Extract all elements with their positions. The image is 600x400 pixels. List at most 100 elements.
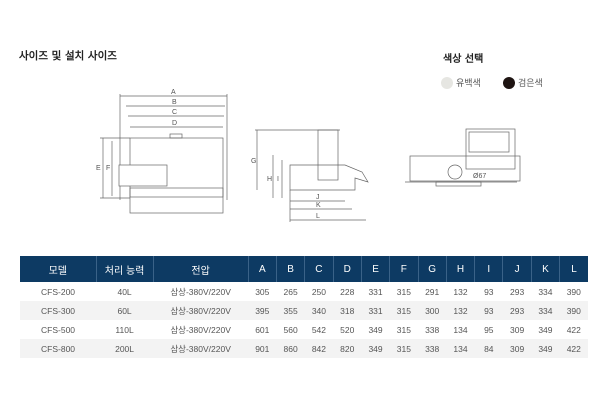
color-label: 유백색	[456, 79, 481, 89]
table-cell: 291	[425, 286, 440, 297]
table-cell: 340	[304, 301, 334, 320]
table-cell: 315	[389, 301, 419, 320]
table-cell: 842	[304, 339, 334, 358]
table-cell: 422	[566, 324, 581, 335]
dim-label-g: G	[251, 158, 256, 165]
dim-label-d: D	[172, 120, 177, 127]
table-cell: 300	[418, 301, 447, 320]
color-section-title: 색상 선택	[443, 54, 484, 65]
table-cell: 265	[283, 286, 298, 297]
table-cell: 331	[368, 286, 383, 297]
table-cell: 93	[474, 301, 503, 320]
table-cell: 60L	[96, 301, 154, 320]
table-cell: 349	[361, 339, 390, 358]
table-cell: 309	[510, 324, 525, 335]
table-cell: 349	[368, 324, 383, 335]
column-header: C	[304, 256, 334, 282]
table-cell: 93	[484, 286, 494, 297]
column-header: K	[531, 256, 561, 282]
table-cell: 860	[276, 339, 305, 358]
color-option-ivory[interactable]: 유백색	[441, 76, 481, 89]
table-cell: 315	[396, 324, 411, 335]
table-cell: 355	[276, 301, 305, 320]
column-header: I	[474, 256, 504, 282]
front-view-drawing: A B C D E F	[96, 89, 228, 214]
table-cell: 560	[283, 324, 298, 335]
dim-label-h: H	[267, 176, 272, 183]
table-cell: 334	[531, 301, 560, 320]
table-cell: 200L	[96, 339, 154, 358]
column-header: J	[502, 256, 532, 282]
section-title: 사이즈 및 설치 사이즈	[19, 50, 117, 62]
table-cell: 334	[538, 286, 553, 297]
table-cell: 삼상-380V/220V	[170, 324, 231, 335]
column-header: B	[276, 256, 306, 282]
dim-label-j: J	[316, 194, 320, 201]
table-cell: 삼상-380V/220V	[170, 286, 231, 297]
table-cell: CFS-800	[20, 339, 97, 358]
column-header: G	[418, 256, 447, 282]
table-cell: 422	[559, 339, 588, 358]
table-cell: 305	[255, 286, 270, 297]
table-cell: 820	[333, 339, 362, 358]
column-header: 전압	[153, 256, 249, 282]
black-swatch-icon	[503, 76, 515, 89]
table-cell: 331	[361, 301, 390, 320]
dim-label-b: B	[172, 99, 177, 106]
table-cell: 132	[453, 286, 468, 297]
table-cell: 349	[531, 339, 560, 358]
column-header: 모델	[20, 256, 97, 282]
side-view-drawing: G H I J K L	[251, 129, 369, 222]
table-cell: 338	[418, 339, 447, 358]
table-cell: CFS-300	[20, 301, 97, 320]
column-header: H	[446, 256, 476, 282]
table-cell: 349	[538, 324, 553, 335]
dim-label-k: K	[316, 202, 321, 209]
column-header: F	[389, 256, 419, 282]
table-cell: 318	[333, 301, 362, 320]
column-header: E	[361, 256, 391, 282]
table-cell: 542	[311, 324, 327, 335]
table-cell: 390	[566, 286, 581, 297]
table-cell: 315	[396, 286, 411, 297]
ivory-swatch-icon	[441, 76, 453, 89]
dimension-diagrams: A B C D E F G H I J K L Ø67	[96, 89, 521, 222]
column-header: A	[248, 256, 277, 282]
column-header: D	[333, 256, 362, 282]
color-option-black[interactable]: 검은색	[503, 76, 543, 89]
table-cell: 84	[474, 339, 503, 358]
table-cell: CFS-200	[41, 286, 76, 297]
table-cell: 228	[340, 286, 355, 297]
table-cell: 390	[559, 301, 588, 320]
table-cell: 601	[255, 324, 270, 335]
dim-label-l: L	[316, 213, 320, 220]
table-cell: 293	[502, 301, 532, 320]
table-cell: 520	[340, 324, 355, 335]
table-cell: 315	[389, 339, 419, 358]
table-cell: 110L	[115, 324, 134, 335]
table-cell: 134	[453, 324, 468, 335]
dim-label-f: F	[106, 165, 110, 172]
table-row: CFS-200 40L 삼상-380V/220V 305 265 250 228 331 315…	[20, 282, 588, 301]
column-header: 처리 능력	[96, 256, 154, 282]
dim-label-e: E	[96, 165, 101, 172]
dim-label-diameter: Ø67	[473, 173, 486, 180]
table-cell: 901	[248, 339, 277, 358]
table-cell: 293	[510, 286, 525, 297]
top-view-drawing: Ø67	[405, 128, 521, 187]
table-row: CFS-500 110L 삼상-380V/220V 601 560 542 520 349 31…	[20, 320, 588, 339]
table-cell: CFS-500	[41, 324, 76, 335]
column-header: L	[559, 256, 588, 282]
table-cell: 338	[425, 324, 440, 335]
table-cell: 134	[446, 339, 475, 358]
table-cell: 395	[248, 301, 277, 320]
table-cell: 95	[484, 324, 494, 335]
table-cell: 40L	[117, 286, 132, 297]
table-cell: 삼상-380V/220V	[153, 301, 249, 320]
table-cell: 250	[311, 286, 327, 297]
color-label: 검은색	[518, 79, 543, 89]
table-cell: 309	[502, 339, 532, 358]
table-cell: 삼상-380V/220V	[153, 339, 249, 358]
